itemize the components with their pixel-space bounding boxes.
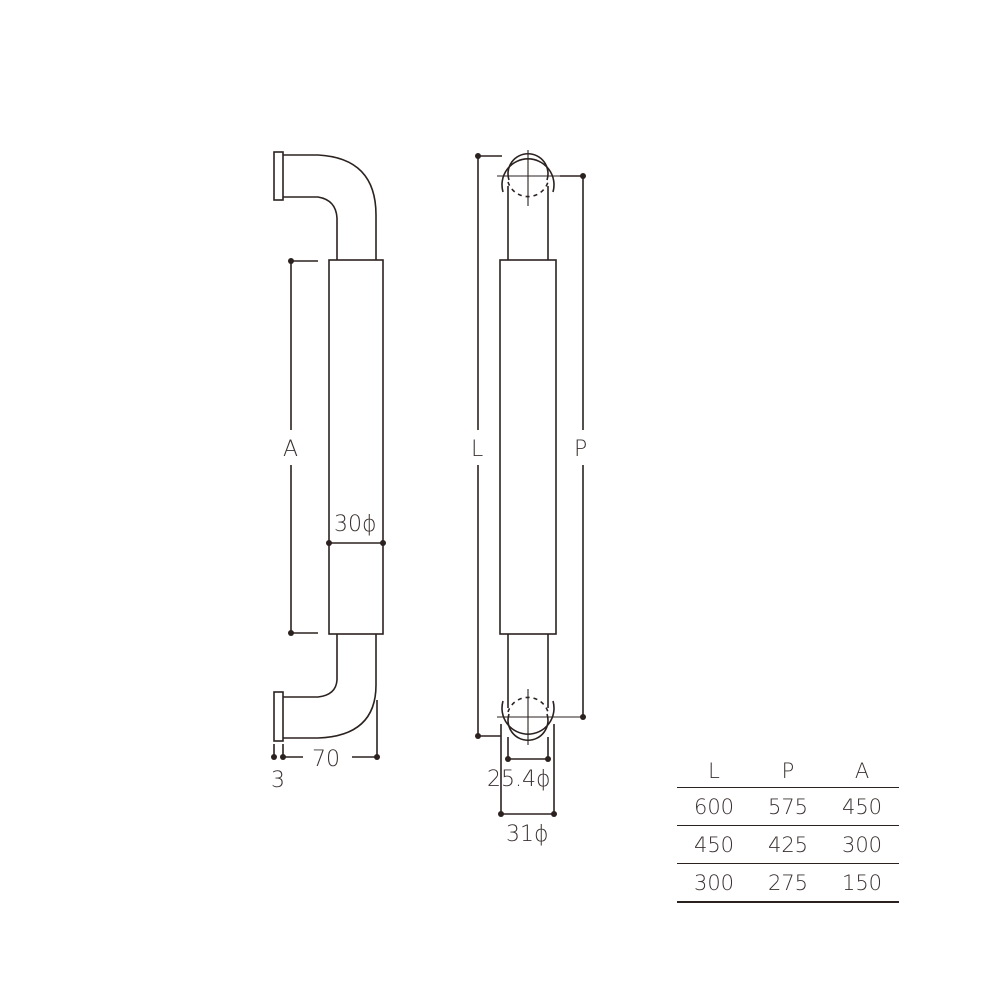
cell-L: 600	[677, 787, 751, 826]
label-70: 70	[312, 747, 340, 772]
label-P: P	[574, 437, 587, 462]
bottom-bend-inner	[283, 634, 338, 698]
cell-L: 300	[677, 863, 751, 903]
cell-A: 150	[825, 863, 899, 903]
bottom-flange	[273, 691, 284, 742]
header-P: P	[751, 755, 825, 788]
front-view	[475, 150, 586, 817]
label-A: A	[283, 437, 298, 462]
label-30-diameter: 30ϕ	[334, 512, 377, 537]
bottom-bend-outer	[283, 634, 377, 739]
top-bend-inner	[283, 196, 338, 260]
label-25-4-diameter: 25.4ϕ	[487, 767, 551, 792]
label-3: 3	[271, 768, 285, 793]
cell-A: 450	[825, 787, 899, 826]
side-view	[271, 151, 386, 760]
cell-P: 275	[751, 863, 825, 903]
table-row: 600 575 450	[677, 787, 899, 826]
cell-L: 450	[677, 825, 751, 864]
label-L: L	[471, 437, 483, 462]
header-L: L	[677, 755, 751, 788]
cell-A: 300	[825, 825, 899, 864]
top-bend-outer	[283, 154, 377, 260]
cell-P: 425	[751, 825, 825, 864]
front-grip-sleeve	[499, 259, 557, 635]
table-row: 450 425 300	[677, 825, 899, 864]
cell-P: 575	[751, 787, 825, 826]
table-row: 300 275 150	[677, 863, 899, 903]
dimension-spec-table: L P A 600 575 450 450 425 300 300 275 15…	[677, 755, 899, 903]
top-flange	[273, 151, 284, 201]
header-A: A	[825, 755, 899, 788]
table-header-row: L P A	[677, 755, 899, 788]
grip-sleeve	[328, 259, 384, 635]
label-31-diameter: 31ϕ	[506, 822, 549, 847]
